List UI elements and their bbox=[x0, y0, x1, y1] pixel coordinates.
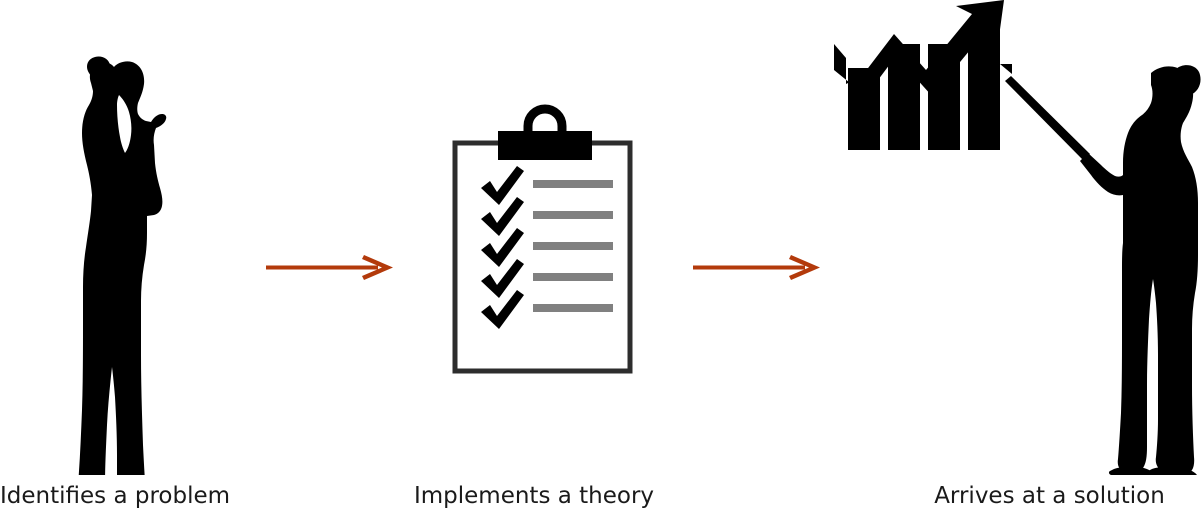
text-line-placeholder bbox=[533, 242, 613, 250]
step-caption-implements-a-theory: Implements a theory bbox=[413, 483, 655, 509]
thinking-person-silhouette-icon bbox=[55, 55, 185, 516]
growth-chart-icon bbox=[832, 0, 1012, 160]
text-line-placeholder bbox=[533, 273, 613, 281]
step-caption-identifies-a-problem: Identifies a problem bbox=[0, 483, 231, 509]
clipboard-clip-bar bbox=[498, 131, 592, 160]
check-mark-icon bbox=[481, 290, 524, 329]
step-caption-arrives-at-a-solution: Arrives at a solution bbox=[934, 483, 1165, 509]
arrow-1-svg bbox=[266, 255, 393, 280]
right-arrow-icon bbox=[689, 252, 823, 284]
check-mark-icon bbox=[481, 259, 524, 298]
checklist-rows bbox=[481, 166, 613, 329]
growth-chart-svg bbox=[834, 0, 1012, 150]
pointer-stick-icon bbox=[1000, 64, 1012, 74]
clipboard-clip-icon bbox=[523, 104, 567, 143]
clipboard-svg bbox=[452, 104, 633, 374]
presenter-svg bbox=[1005, 65, 1201, 475]
clipboard-checklist-icon bbox=[440, 100, 650, 390]
presenter-with-pointer-silhouette-icon bbox=[1000, 55, 1201, 475]
arrow-2-svg bbox=[693, 255, 820, 280]
text-line-placeholder bbox=[533, 180, 613, 188]
clipboard-board bbox=[452, 140, 633, 374]
thinking-person-svg bbox=[69, 56, 167, 516]
hair-bun bbox=[1171, 65, 1201, 96]
check-mark-icon bbox=[481, 197, 524, 236]
pointer-stick-icon bbox=[1005, 76, 1090, 160]
upward-trend-arrow-icon bbox=[834, 0, 1004, 96]
check-mark-icon bbox=[481, 166, 524, 205]
text-line-placeholder bbox=[533, 304, 613, 312]
check-mark-icon bbox=[481, 228, 524, 267]
text-line-placeholder bbox=[533, 211, 613, 219]
right-arrow-icon bbox=[262, 252, 396, 284]
